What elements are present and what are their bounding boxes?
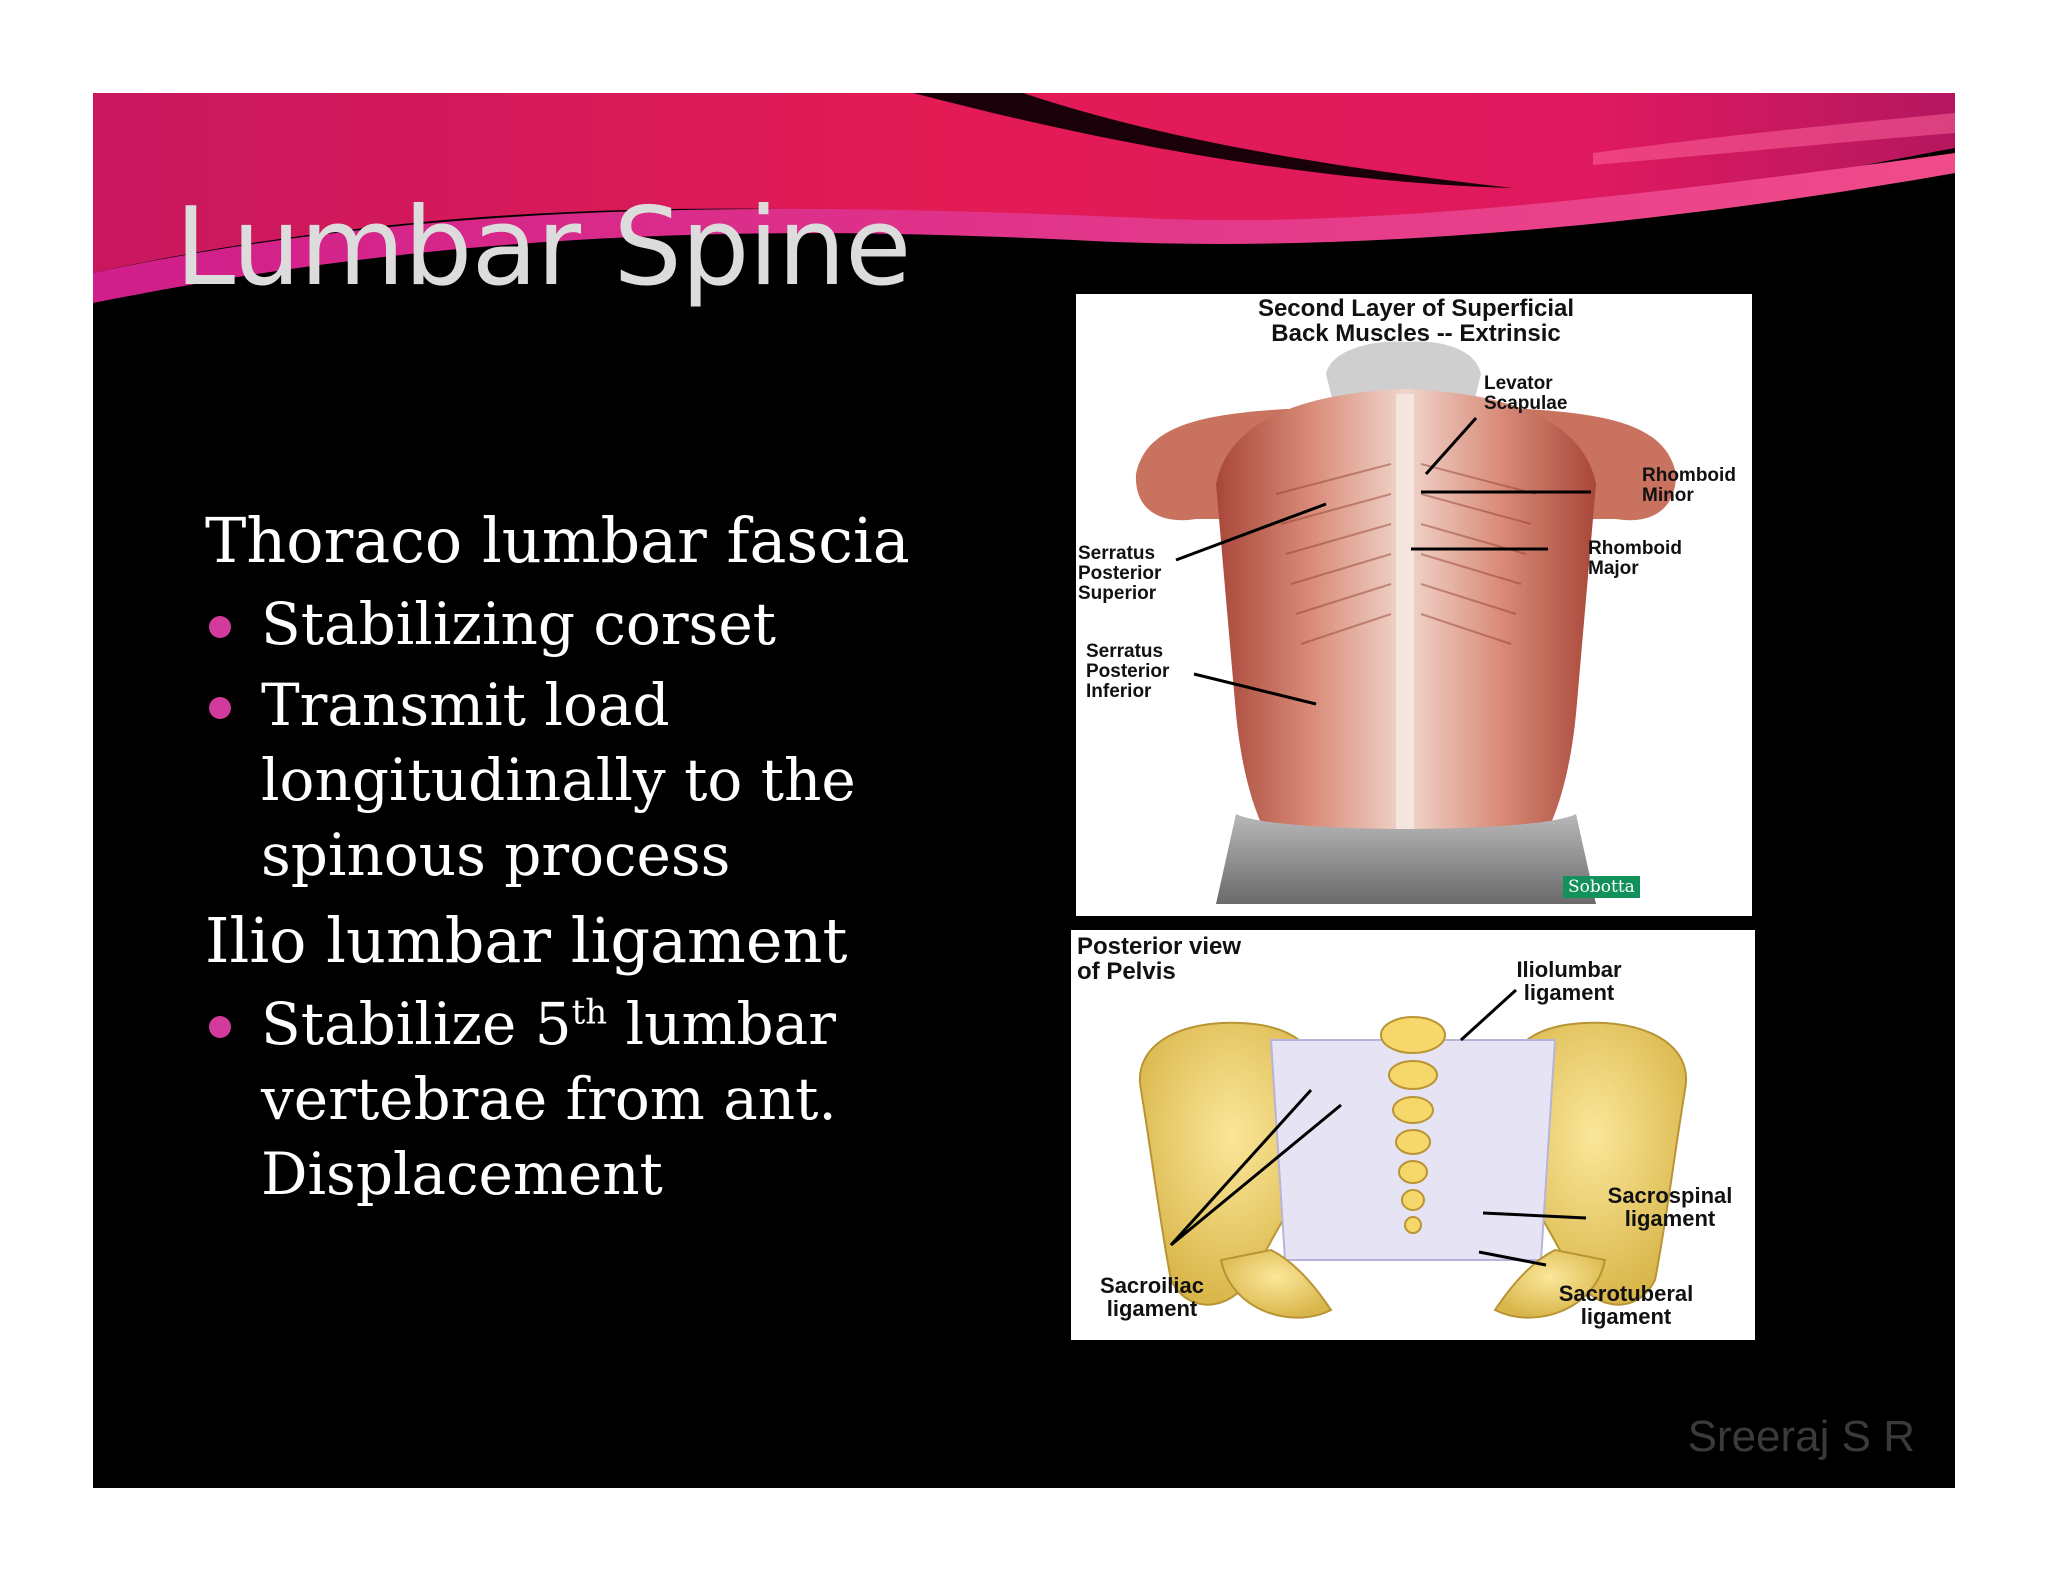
bullet-list: Thoraco lumbar fascia Stabilizing corset… [205,493,1105,1218]
bullet-dot [209,616,231,638]
label-sacroiliac-ligament: Sacroiliac ligament [1100,1273,1204,1322]
label-sacrospinal-ligament: Sacrospinal ligament [1607,1183,1733,1232]
bullet-dot [209,1016,231,1038]
header-wave-decoration [93,93,1955,303]
pelvis-figure-title: Posterior view of Pelvis [1077,933,1242,986]
label-rhomboid-major: Rhomboid Major [1588,538,1682,579]
bullet-dot [209,697,231,719]
bullet-stabilize-5th-lumbar: Stabilize 5th lumbar vertebrae from ant.… [205,987,1105,1212]
author-credit: Sreeraj S R [1687,1412,1915,1461]
label-rhomboid-minor: Rhomboid Minor [1642,465,1736,506]
bullet-heading-iliolumbar-ligament: Ilio lumbar ligament [205,904,848,977]
slide-title: Lumbar Spine [175,185,911,310]
back-muscles-illustration [1135,341,1676,904]
pelvis-figure: Posterior view of Pelvis Iliolumbar liga… [1071,930,1755,1340]
slide: Lumbar Spine Thoraco lumbar fascia Stabi… [93,93,1955,1488]
label-serratus-posterior-inferior: Serratus Posterior Inferior [1086,641,1170,702]
label-serratus-posterior-superior: Serratus Posterior Superior [1078,543,1162,604]
bullet-stabilizing-corset: Stabilizing corset [205,587,1105,662]
source-badge: Sobotta [1563,876,1640,898]
label-iliolumbar-ligament: Iliolumbar ligament [1516,957,1622,1006]
back-muscles-figure: Second Layer of Superficial Back Muscles… [1076,294,1752,916]
label-sacrotuberal-ligament: Sacrotuberal ligament [1558,1281,1694,1330]
bullet-heading-thoracolumbar-fascia: Thoraco lumbar fascia [205,504,910,577]
pelvis-illustration [1138,988,1688,1319]
back-figure-title: Second Layer of Superficial Back Muscles… [1257,295,1575,348]
bullet-transmit-load: Transmit load longitudinally to the spin… [205,668,1105,893]
label-levator-scapulae: Levator Scapulae [1484,373,1568,414]
